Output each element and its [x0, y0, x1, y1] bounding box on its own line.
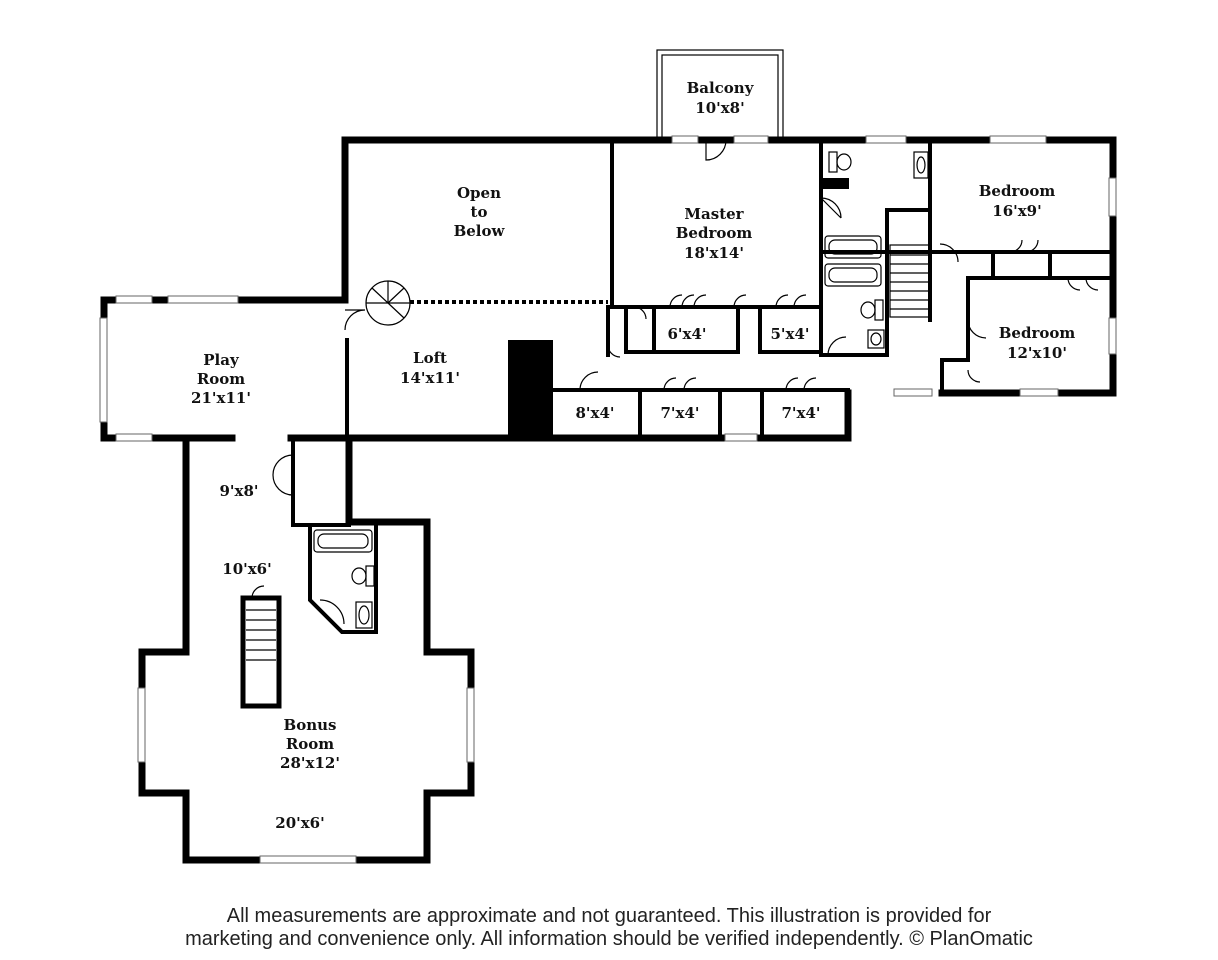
sink-icon	[913, 151, 929, 179]
sink-icon	[355, 601, 373, 629]
sink-icon	[867, 329, 885, 349]
bonus-room-line1: Bonus	[284, 716, 337, 734]
disclaimer-line-2: marketing and convenience only. All info…	[185, 928, 1033, 950]
wall-block	[823, 178, 849, 189]
closet-label-8x4: 8'x4'	[575, 404, 614, 422]
toilet-icon	[351, 565, 375, 587]
doors	[251, 139, 1099, 625]
closet-label-6x4: 6'x4'	[667, 325, 706, 343]
master-bedroom-line2: Bedroom	[676, 224, 753, 242]
toilet-icon	[828, 151, 852, 173]
stairs-icon	[240, 595, 282, 709]
balcony-name: Balcony	[687, 79, 755, 97]
bathtub-icon	[313, 529, 373, 553]
bathtub-icon	[824, 235, 882, 259]
play-room-line1: Play	[203, 351, 240, 369]
room-label-loft: Loft 14'x11'	[400, 349, 460, 387]
area-label-9x8: 9'x8'	[219, 482, 258, 500]
room-label-bedroom-1: Bedroom 16'x9'	[979, 182, 1056, 220]
loft-name: Loft	[413, 349, 447, 367]
open-below-line2: to	[471, 203, 488, 221]
bedroom-1-name: Bedroom	[979, 182, 1056, 200]
bonus-room-line2: Room	[286, 735, 334, 753]
spiral-stair-icon	[365, 280, 411, 326]
room-label-open-below: Open to Below	[454, 184, 506, 240]
master-bedroom-dim: 18'x14'	[684, 244, 744, 262]
interior-walls	[291, 138, 1115, 634]
area-label-20x6: 20'x6'	[275, 814, 324, 832]
stairs-icon	[889, 244, 931, 318]
balcony-dim: 10'x8'	[695, 99, 744, 117]
area-label-10x6: 10'x6'	[222, 560, 271, 578]
toilet-icon	[860, 299, 884, 321]
closet-label-7x4-a: 7'x4'	[660, 404, 699, 422]
master-bedroom-line1: Master	[684, 205, 744, 223]
closet-label-5x4: 5'x4'	[770, 325, 809, 343]
open-below-line1: Open	[457, 184, 501, 202]
disclaimer: All measurements are approximate and not…	[0, 905, 1218, 951]
floor-plan: Balcony 10'x8' Open to Below Master Bedr…	[99, 49, 1117, 864]
room-label-bedroom-2: Bedroom 12'x10'	[999, 324, 1076, 362]
loft-dim: 14'x11'	[400, 369, 460, 387]
room-label-play-room: Play Room 21'x11'	[191, 351, 251, 407]
play-room-line2: Room	[197, 370, 245, 388]
outer-walls	[100, 136, 1117, 864]
room-label-master-bedroom: Master Bedroom 18'x14'	[676, 205, 753, 262]
bonus-room-dim: 28'x12'	[280, 754, 340, 772]
bedroom-2-dim: 12'x10'	[1007, 344, 1067, 362]
bedroom-2-name: Bedroom	[999, 324, 1076, 342]
play-room-dim: 21'x11'	[191, 389, 251, 407]
bathtub-icon	[824, 263, 882, 287]
room-label-bonus-room: Bonus Room 28'x12'	[280, 716, 340, 772]
windows	[99, 135, 1117, 864]
closet-label-7x4-b: 7'x4'	[781, 404, 820, 422]
disclaimer-line-1: All measurements are approximate and not…	[226, 905, 992, 927]
room-label-balcony: Balcony 10'x8'	[687, 79, 755, 117]
chimney-block	[508, 340, 553, 438]
bedroom-1-dim: 16'x9'	[992, 202, 1041, 220]
open-below-line3: Below	[454, 222, 506, 240]
